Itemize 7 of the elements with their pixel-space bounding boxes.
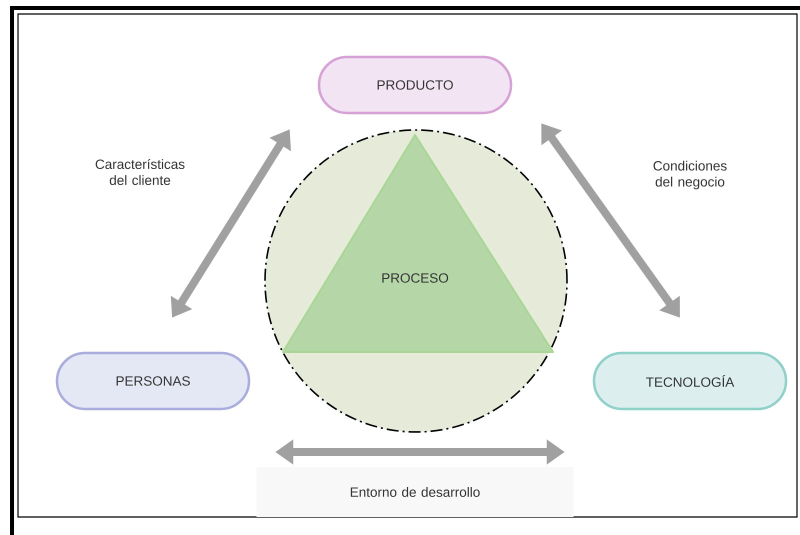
rounded-box: PERSONAS	[56, 352, 250, 410]
edge-label: Características del cliente	[96, 158, 185, 186]
edge-label: Condiciones del negocio	[654, 160, 727, 190]
process-triangle: PROCESO	[282, 134, 554, 353]
edge-label: Entorno de desarrollo	[256, 466, 574, 517]
rounded-box: TECNOLOGÍA	[592, 352, 788, 410]
rounded-box: PRODUCTO	[318, 56, 512, 114]
